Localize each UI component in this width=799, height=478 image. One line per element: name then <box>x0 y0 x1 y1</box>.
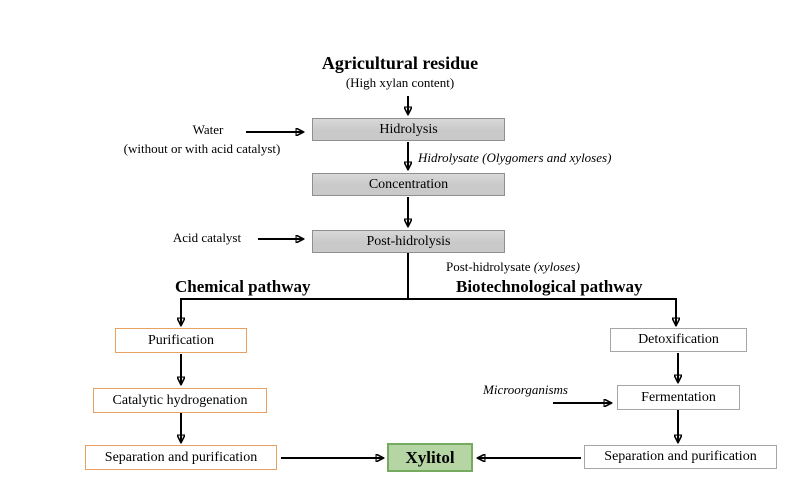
label-chemical-pathway: Chemical pathway <box>175 277 311 296</box>
label-post-hydrolysate: Post-hidrolysate (xyloses) <box>446 259 580 275</box>
box-catalytic-hydrogenation-label: Catalytic hydrogenation <box>112 392 248 408</box>
box-purification-label: Purification <box>147 332 215 348</box>
box-xylitol: Xylitol <box>387 443 473 472</box>
box-fermentation-label: Fermentation <box>641 389 716 405</box>
box-post-hydrolysis-label: Post-hidrolysis <box>366 233 451 249</box>
box-fermentation: Fermentation <box>617 385 740 410</box>
label-water: Water <box>192 122 224 137</box>
box-concentration: Concentration <box>312 173 505 196</box>
box-purification: Purification <box>115 328 247 353</box>
label-post-hydrolysate-name: Post-hidrolysate <box>446 259 531 274</box>
label-acid-catalyst: Acid catalyst <box>172 230 242 245</box>
box-xylitol-label: Xylitol <box>405 447 455 467</box>
label-post-hydrolysate-note: (xyloses) <box>533 259 580 274</box>
box-separation-purification-chemical-label: Separation and purification <box>104 449 258 465</box>
box-separation-purification-chemical: Separation and purification <box>85 445 277 470</box>
figure-title: Agricultural residue <box>321 53 479 73</box>
box-concentration-label: Concentration <box>368 176 449 192</box>
figure-subtitle: (High xylan content) <box>345 75 455 90</box>
label-biotech-pathway: Biotechnological pathway <box>456 277 643 296</box>
label-microorganisms: Microorganisms <box>483 382 568 397</box>
label-water-note: (without or with acid catalyst) <box>123 141 281 156</box>
box-hydrolysis: Hidrolysis <box>312 118 505 141</box>
box-separation-purification-biotech-label: Separation and purification <box>604 449 757 464</box>
box-post-hydrolysis: Post-hidrolysis <box>312 230 505 253</box>
box-detoxification-label: Detoxification <box>638 332 719 347</box>
box-detoxification: Detoxification <box>610 328 747 352</box>
box-hydrolysis-label: Hidrolysis <box>379 121 438 137</box>
label-hydrolysate: Hidrolysate (Olygomers and xyloses) <box>418 150 612 165</box>
box-separation-purification-biotech: Separation and purification <box>584 445 777 469</box>
box-catalytic-hydrogenation: Catalytic hydrogenation <box>93 388 267 413</box>
